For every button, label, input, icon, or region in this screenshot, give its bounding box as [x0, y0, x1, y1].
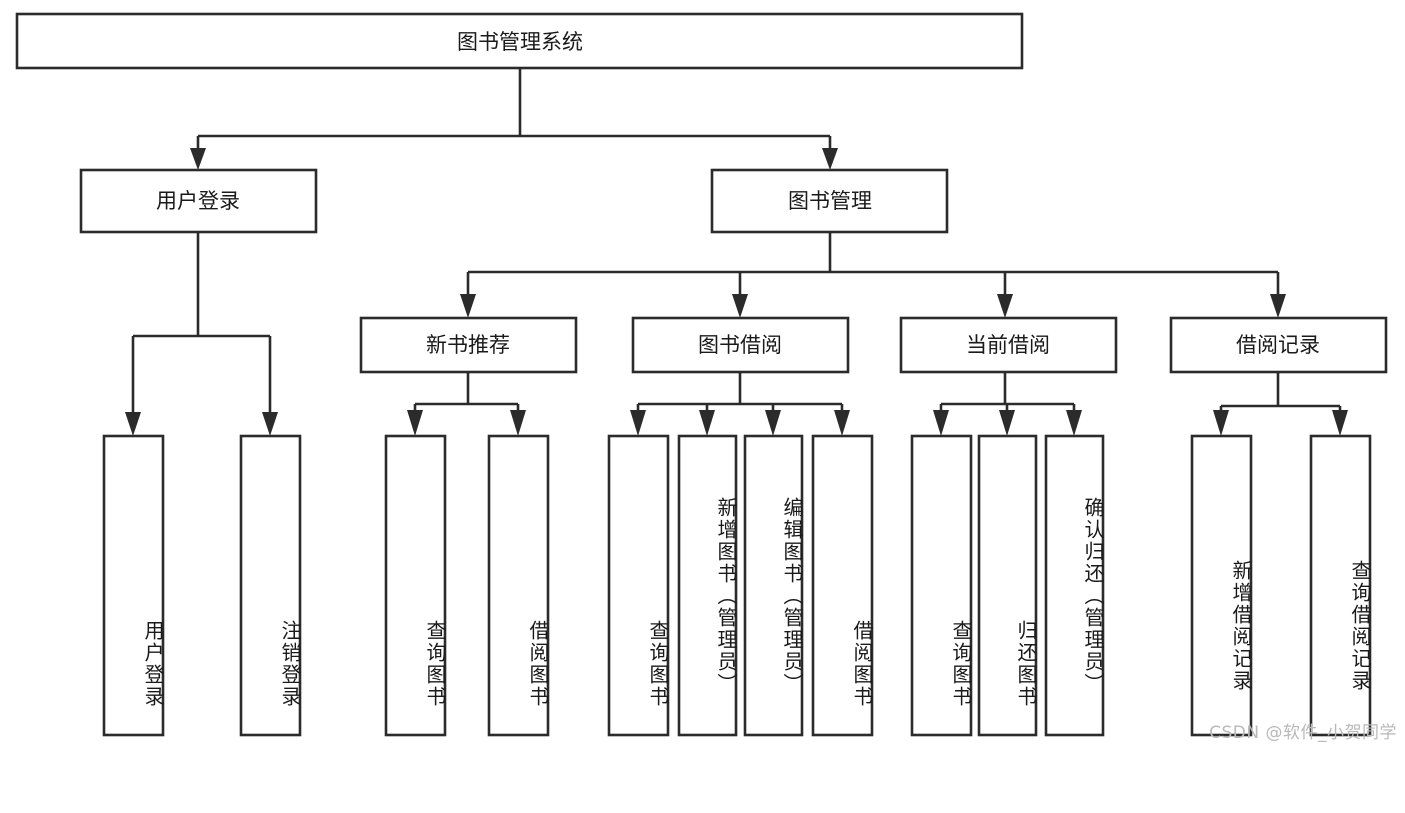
arrow-current-borrow-leaf-1-icon	[933, 410, 949, 436]
connector-group-borrow-record	[1213, 372, 1348, 436]
node-leaf-confirm-return-admin-box[interactable]	[1044, 434, 1105, 737]
node-leaf-return-book-box[interactable]	[977, 434, 1038, 737]
node-book-manage-box[interactable]	[710, 168, 949, 234]
arrow-book-borrow-leaf-1-icon	[630, 410, 646, 436]
connector-group-book-manage	[460, 232, 1286, 318]
node-borrow-record-label: 借阅记录	[1236, 333, 1320, 357]
node-book-manage-label: 图书管理	[788, 189, 872, 213]
node-leaf-user-login-box[interactable]	[102, 434, 165, 737]
watermark-label: CSDN @软件_小贺同学	[1209, 723, 1397, 743]
node-new-book-recommend-label: 新书推荐	[426, 333, 510, 357]
node-current-borrow-label: 当前借阅	[966, 333, 1050, 357]
arrow-book-manage-child-1-icon	[460, 294, 476, 318]
connector-group-user-login	[125, 232, 278, 436]
node-borrow-record-box[interactable]	[1169, 316, 1388, 374]
connector-group-current-borrow	[933, 372, 1082, 436]
node-leaf-borrow-book-box[interactable]	[811, 434, 874, 737]
node-user-login-box[interactable]	[79, 168, 318, 234]
node-book-borrow-box[interactable]	[631, 316, 850, 374]
arrow-user-login-leaf-2-icon	[262, 412, 278, 436]
arrow-user-login-leaf-1-icon	[125, 412, 141, 436]
node-current-borrow-box[interactable]	[899, 316, 1118, 374]
node-leaf-query-book-borrow-box[interactable]	[607, 434, 670, 737]
node-root-label: 图书管理系统	[457, 30, 583, 54]
connector-group-root	[190, 68, 838, 170]
arrow-book-manage-child-2-icon	[732, 294, 748, 318]
diagram-canvas: 图书管理系统 用户登录 图书管理 新书推荐 图书借阅 当前借阅 借阅记录	[15, 12, 1388, 737]
node-leaf-query-book-current-box[interactable]	[910, 434, 973, 737]
arrow-new-book-recommend-leaf-1-icon	[407, 410, 423, 436]
arrow-book-borrow-leaf-2-icon	[699, 410, 715, 436]
arrow-new-book-recommend-leaf-2-icon	[510, 410, 526, 436]
node-root-box[interactable]	[15, 12, 1024, 70]
arrow-borrow-record-leaf-2-icon	[1332, 410, 1348, 436]
node-leaf-add-borrow-record-box[interactable]	[1190, 434, 1253, 737]
node-book-borrow-label: 图书借阅	[698, 333, 782, 357]
connector-group-book-borrow	[630, 372, 850, 436]
arrow-root-to-user-login-icon	[190, 148, 206, 170]
arrow-book-borrow-leaf-4-icon	[834, 410, 850, 436]
arrow-current-borrow-leaf-3-icon	[1066, 410, 1082, 436]
arrow-book-manage-child-3-icon	[997, 294, 1013, 318]
node-leaf-edit-book-admin-box[interactable]	[743, 434, 804, 737]
node-user-login-label: 用户登录	[156, 189, 240, 213]
arrow-root-to-book-manage-icon	[822, 148, 838, 170]
node-leaf-query-borrow-record-box[interactable]	[1309, 434, 1372, 737]
node-leaf-borrow-book-rec-box[interactable]	[487, 434, 550, 737]
arrow-current-borrow-leaf-2-icon	[999, 410, 1015, 436]
connector-group-new-book-recommend	[407, 372, 526, 436]
node-leaf-logout-login-box[interactable]	[239, 434, 302, 737]
arrow-book-manage-child-4-icon	[1270, 294, 1286, 318]
node-leaf-query-book-rec-box[interactable]	[384, 434, 447, 737]
arrow-book-borrow-leaf-3-icon	[765, 410, 781, 436]
node-leaf-add-book-admin-box[interactable]	[677, 434, 738, 737]
function-structure-diagram: 图书管理系统 用户登录 图书管理 新书推荐 图书借阅 当前借阅 借阅记录 用户登…	[15, 12, 1397, 743]
node-new-book-recommend-box[interactable]	[359, 316, 578, 374]
arrow-borrow-record-leaf-1-icon	[1213, 410, 1229, 436]
